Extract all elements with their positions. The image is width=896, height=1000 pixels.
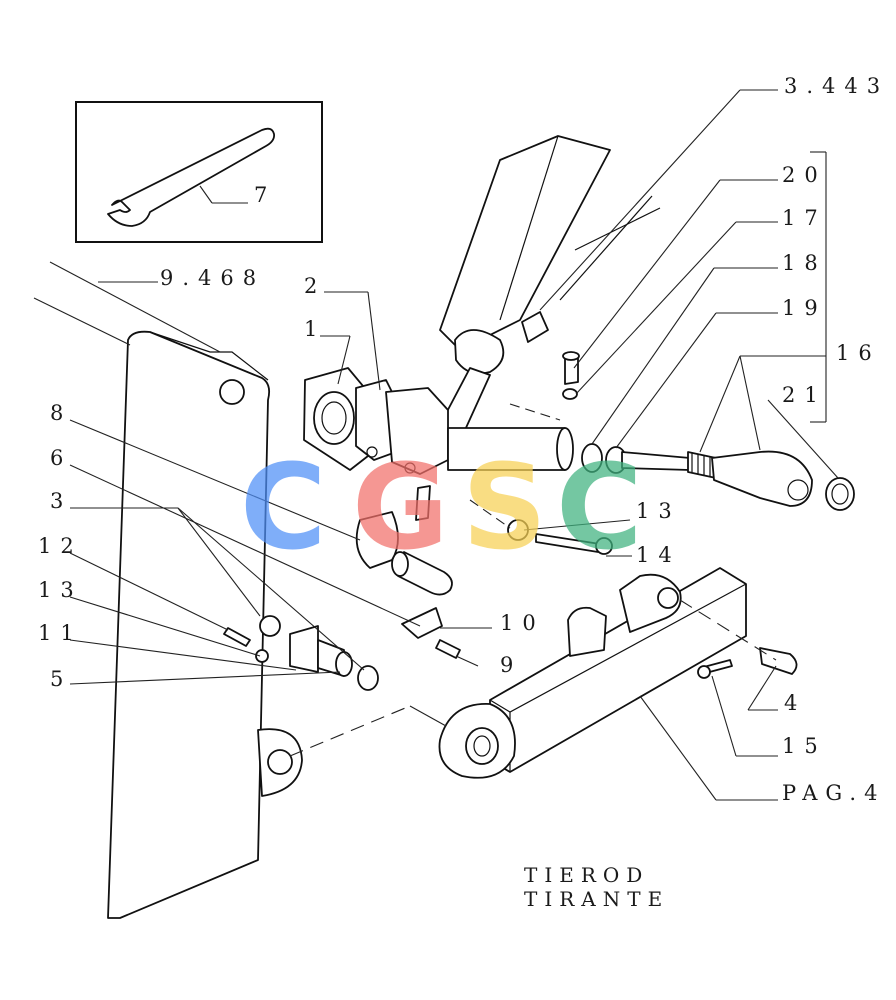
- label-5: 5: [50, 667, 72, 691]
- leader-lines: [69, 89, 839, 801]
- watermark-letter-g: G: [352, 438, 449, 576]
- label-9-468: 9.468: [160, 266, 265, 290]
- label-2: 2: [304, 274, 326, 298]
- label-6: 6: [50, 446, 72, 470]
- label-1: 1: [304, 317, 326, 341]
- label-3-443: 3.443: [784, 74, 889, 98]
- diagram-title: TIEROD TIRANTE: [524, 863, 669, 911]
- title-english: TIEROD: [524, 863, 649, 887]
- watermark-letter-c2: C: [556, 438, 643, 576]
- label-11: 11: [38, 621, 83, 645]
- hydraulic-cylinder: [431, 135, 661, 453]
- label-20: 20: [782, 163, 827, 187]
- label-13-right: 13: [636, 499, 681, 523]
- label-15: 15: [782, 734, 827, 758]
- label-13-left: 13: [38, 578, 83, 602]
- mounting-plate: [33, 261, 303, 919]
- label-16: 16: [836, 341, 881, 365]
- cgsc-watermark-logo: C G S C: [240, 438, 643, 576]
- wrench-inset: [75, 101, 323, 243]
- wrench-icon: [107, 127, 275, 227]
- label-7: 7: [254, 183, 276, 207]
- label-12: 12: [38, 534, 83, 558]
- label-19: 19: [782, 296, 827, 320]
- label-9: 9: [500, 653, 522, 677]
- label-21: 21: [782, 383, 827, 407]
- title-italian: TIRANTE: [524, 887, 669, 911]
- watermark-letter-c1: C: [240, 438, 327, 576]
- label-17: 17: [782, 206, 827, 230]
- pin-parts: [223, 485, 613, 691]
- label-4: 4: [784, 691, 806, 715]
- watermark-letter-s: S: [462, 438, 547, 576]
- label-14: 14: [636, 543, 681, 567]
- label-pag-4: PAG.4: [782, 781, 885, 805]
- callout-labels: 3.443 20 17 18 19 16 21 7 9.468 2 1 8 6 …: [38, 74, 889, 805]
- label-8: 8: [50, 401, 72, 425]
- alignment-lines: [289, 403, 777, 757]
- flange-coupling: [303, 367, 574, 475]
- lower-link-arm: [438, 567, 798, 779]
- label-3: 3: [50, 489, 72, 513]
- label-10: 10: [500, 611, 545, 635]
- label-18: 18: [782, 251, 827, 275]
